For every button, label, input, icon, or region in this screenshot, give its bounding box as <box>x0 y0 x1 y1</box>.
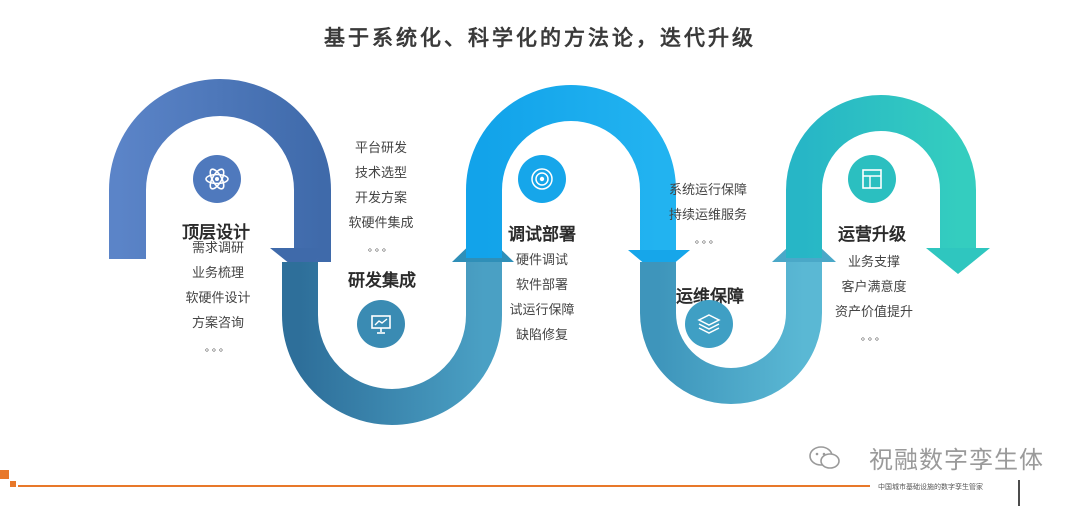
list-item: 软硬件集成 <box>348 216 414 231</box>
stage2-title: 研发集成 <box>348 271 416 291</box>
list-item: 开发方案 <box>354 191 407 206</box>
list-item: 硬件调试 <box>515 253 568 268</box>
layers-icon <box>697 314 721 334</box>
list-item: 持续运维服务 <box>668 208 747 223</box>
stage5-icon-circle <box>848 155 896 203</box>
stage1-items: 需求调研 业务梳理 软硬件设计 方案咨询 。。。 <box>172 236 264 361</box>
target-icon <box>531 168 553 190</box>
stage3-arch <box>466 85 676 258</box>
list-item: 资产价值提升 <box>834 305 913 320</box>
list-item: 软硬件设计 <box>185 291 251 306</box>
list-item: 方案咨询 <box>191 316 244 331</box>
list-item: 。。。 <box>368 243 394 254</box>
stage2-items: 平台研发 技术选型 开发方案 软硬件集成 。。。 <box>335 136 427 261</box>
presentation-icon <box>371 315 391 334</box>
list-item: 系统运行保障 <box>668 183 747 198</box>
stage4-title: 运维保障 <box>676 287 744 307</box>
list-item: 业务支撑 <box>847 255 900 270</box>
page-title: 基于系统化、科学化的方法论，迭代升级 <box>324 26 756 50</box>
stage5-items: 业务支撑 客户满意度 资产价值提升 。。。 <box>826 250 922 350</box>
list-item: 业务梳理 <box>191 266 244 281</box>
list-item: 平台研发 <box>354 141 407 156</box>
stage2-icon-circle <box>357 300 405 348</box>
wechat-icon <box>808 444 842 476</box>
footer-bar <box>0 470 9 479</box>
watermark-text: 祝融数字孪生体 <box>869 446 1044 474</box>
stage1-icon-circle <box>193 155 241 203</box>
stage5-arch <box>786 95 976 258</box>
list-item: 客户满意度 <box>841 280 907 295</box>
footnote: 中国城市基础设施的数字孪生管家 <box>878 483 983 491</box>
stage1-arrow <box>270 248 330 272</box>
list-item: 需求调研 <box>191 241 244 256</box>
list-item: 软件部署 <box>515 278 568 293</box>
stage1-title: 顶层设计 <box>182 223 250 243</box>
stage4-items: 系统运行保障 持续运维服务 。。。 <box>658 178 758 253</box>
list-item: 。。。 <box>695 235 721 246</box>
footer-bar-small <box>10 481 16 487</box>
stage4-u <box>640 258 822 404</box>
stage4-icon-circle <box>685 300 733 348</box>
window-icon <box>862 169 882 189</box>
list-item: 试运行保障 <box>509 303 575 318</box>
stage3-icon-circle <box>518 155 566 203</box>
stage3-items: 硬件调试 软件部署 试运行保障 缺陷修复 <box>496 248 588 348</box>
stage1-arch <box>109 79 331 262</box>
atom-icon <box>205 168 229 190</box>
list-item: 缺陷修复 <box>515 328 568 343</box>
stage3-title: 调试部署 <box>508 225 576 245</box>
list-item: 。。。 <box>861 332 887 343</box>
stage5-title: 运营升级 <box>838 225 906 245</box>
stage2-u <box>282 258 502 425</box>
list-item: 。。。 <box>205 343 231 354</box>
list-item: 技术选型 <box>354 166 407 181</box>
stage5-arrow <box>926 248 990 274</box>
